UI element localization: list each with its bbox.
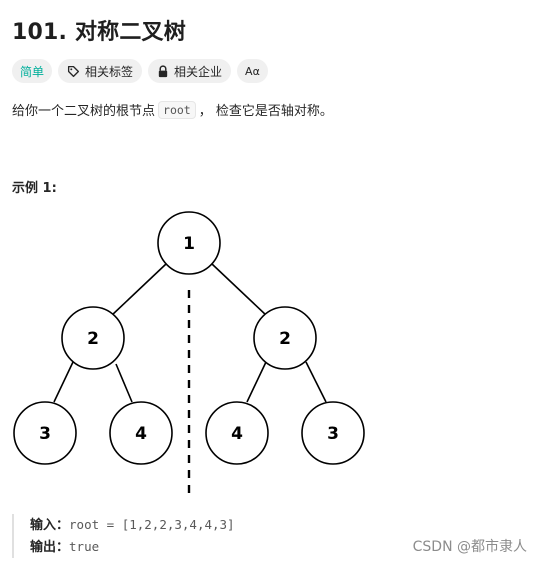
problem-description: 给你一个二叉树的根节点 root ， 检查它是否轴对称。 [12,100,333,119]
example-output-line: 输出：true [30,536,235,558]
tree-node-label: 2 [87,329,99,349]
translate-icon: Aα [245,64,260,78]
problem-title: 101. 对称二叉树 [12,20,186,45]
tree-node-label: 3 [327,424,339,444]
tree-node-label: 4 [231,424,243,444]
output-label: 输出： [30,540,70,555]
output-value: true [69,539,100,554]
related-companies-button[interactable]: 相关企业 [148,59,232,83]
tree-node: 4 [205,401,269,465]
lock-icon [157,64,169,78]
difficulty-badge[interactable]: 简单 [12,59,53,83]
watermark: CSDN @都市隶人 [412,539,527,555]
tree-node-label: 2 [279,329,291,349]
tag-icon [67,65,80,78]
tree-edge [211,263,268,317]
description-text-before: 给你一个二叉树的根节点 [12,104,156,119]
input-label: 输入： [30,518,70,533]
tag-bar: 简单 相关标签 相关企业 Aα [12,59,268,83]
tree-edge [53,361,74,403]
tree-node-label: 3 [39,424,51,444]
tree-edge [246,361,267,403]
example-io-block: 输入：root = [1,2,2,3,4,4,3] 输出：true [12,514,235,558]
tree-edge [305,361,327,403]
description-text-after: ， 检查它是否轴对称。 [198,104,333,119]
related-companies-label: 相关企业 [174,64,223,79]
tree-node: 1 [157,211,221,275]
input-value: root = [1,2,2,3,4,4,3] [69,517,235,532]
tree-edge [115,363,133,403]
example-input-line: 输入：root = [1,2,2,3,4,4,3] [30,514,235,536]
related-tags-button[interactable]: 相关标签 [58,59,143,83]
example-title: 示例 1: [12,181,57,196]
tree-node-label: 4 [135,424,147,444]
tree-node: 3 [301,401,365,465]
translate-button[interactable]: Aα [237,59,268,83]
tree-node: 2 [61,306,125,370]
tree-node-label: 1 [183,234,195,254]
description-code-root: root [158,100,196,119]
tree-node: 3 [13,401,77,465]
symmetric-tree-diagram: 1 2 2 3 4 4 3 [13,211,365,498]
tree-node: 4 [109,401,173,465]
tree-edge [110,263,167,317]
related-tags-label: 相关标签 [85,64,134,79]
tree-node: 2 [253,306,317,370]
